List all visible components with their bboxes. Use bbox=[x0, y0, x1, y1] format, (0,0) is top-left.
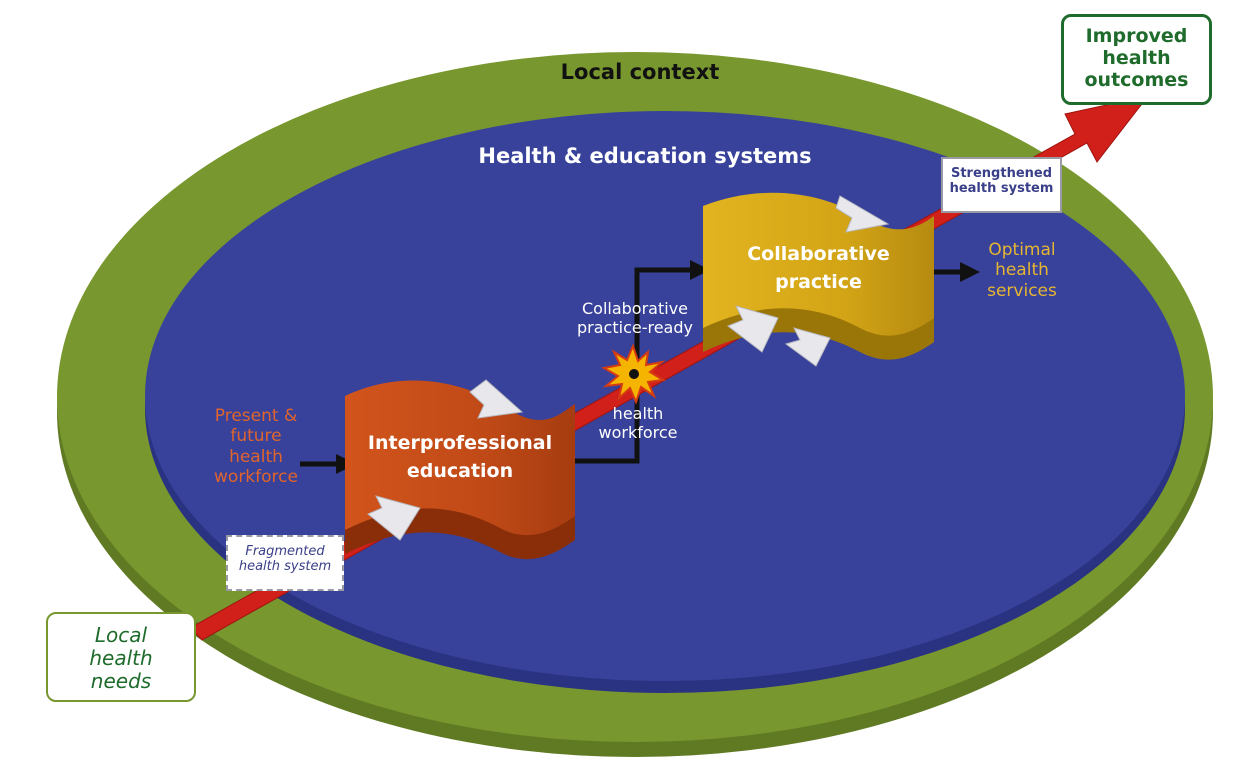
starburst-center-dot bbox=[629, 369, 639, 379]
optimal-services-label: Optimal health services bbox=[972, 240, 1072, 301]
improved-outcomes-box: Improved health outcomes bbox=[1061, 14, 1212, 105]
ipe-label: Interprofessional education bbox=[345, 430, 575, 485]
influence-arrow-ipe-bottom bbox=[367, 495, 421, 541]
fragmented-line-1: Fragmented bbox=[245, 544, 325, 559]
ipe-banner bbox=[345, 380, 575, 536]
ipe-to-cp-arrowhead bbox=[690, 260, 710, 280]
strengthened-system-box: Strengthened health system bbox=[941, 157, 1062, 213]
optimal-line-1: Optimal bbox=[988, 240, 1056, 260]
start-line-1: Local bbox=[94, 623, 148, 647]
optimal-line-2: health bbox=[995, 260, 1049, 281]
cp-line-1: Collaborative bbox=[747, 243, 890, 265]
practice-ready-label-top: Collaborative practice-ready bbox=[560, 299, 710, 337]
start-line-2: health bbox=[89, 646, 153, 670]
workforce-input-label: Present & future health workforce bbox=[194, 406, 318, 488]
cp-label: Collaborative practice bbox=[703, 241, 934, 296]
influence-arrow-cp-top bbox=[835, 195, 890, 233]
cp-line-2: practice bbox=[775, 270, 862, 293]
end-line-1: Improved bbox=[1085, 25, 1188, 47]
cp-banner bbox=[703, 192, 934, 336]
ready-bottom-line-1: health bbox=[612, 404, 664, 423]
ipe-line-1: Interprofessional bbox=[367, 432, 553, 454]
strengthened-line-2: health system bbox=[949, 180, 1054, 196]
fragmented-system-box: Fragmented health system bbox=[226, 535, 344, 591]
end-line-3: outcomes bbox=[1084, 68, 1189, 91]
influence-arrow-ipe-top bbox=[469, 379, 524, 419]
local-health-needs-box: Local health needs bbox=[46, 612, 196, 702]
strengthened-line-1: Strengthened bbox=[950, 166, 1053, 181]
fragmented-line-2: health system bbox=[238, 558, 332, 574]
end-line-2: health bbox=[1102, 46, 1171, 69]
ready-top-line-1: Collaborative bbox=[581, 299, 688, 318]
workforce-line-4: workforce bbox=[214, 467, 298, 488]
workforce-line-2: future bbox=[230, 426, 282, 447]
practice-ready-label-bottom: health workforce bbox=[578, 404, 698, 442]
local-context-text: Local context bbox=[560, 60, 720, 84]
workforce-line-3: health bbox=[229, 446, 283, 467]
systems-title: Health & education systems bbox=[440, 144, 850, 169]
start-line-3: needs bbox=[90, 669, 152, 693]
workforce-line-1: Present & bbox=[214, 406, 298, 426]
ready-bottom-line-2: workforce bbox=[598, 423, 678, 443]
local-context-title: Local context bbox=[520, 60, 760, 85]
optimal-line-3: services bbox=[987, 280, 1057, 301]
cp-output-arrowhead bbox=[960, 262, 980, 282]
systems-text: Health & education systems bbox=[478, 144, 812, 168]
influence-arrow-cp-bottom-left bbox=[726, 305, 779, 353]
ready-top-line-2: practice-ready bbox=[577, 318, 693, 338]
ipe-line-2: education bbox=[406, 459, 514, 482]
influence-arrow-cp-bottom-right bbox=[784, 327, 831, 367]
